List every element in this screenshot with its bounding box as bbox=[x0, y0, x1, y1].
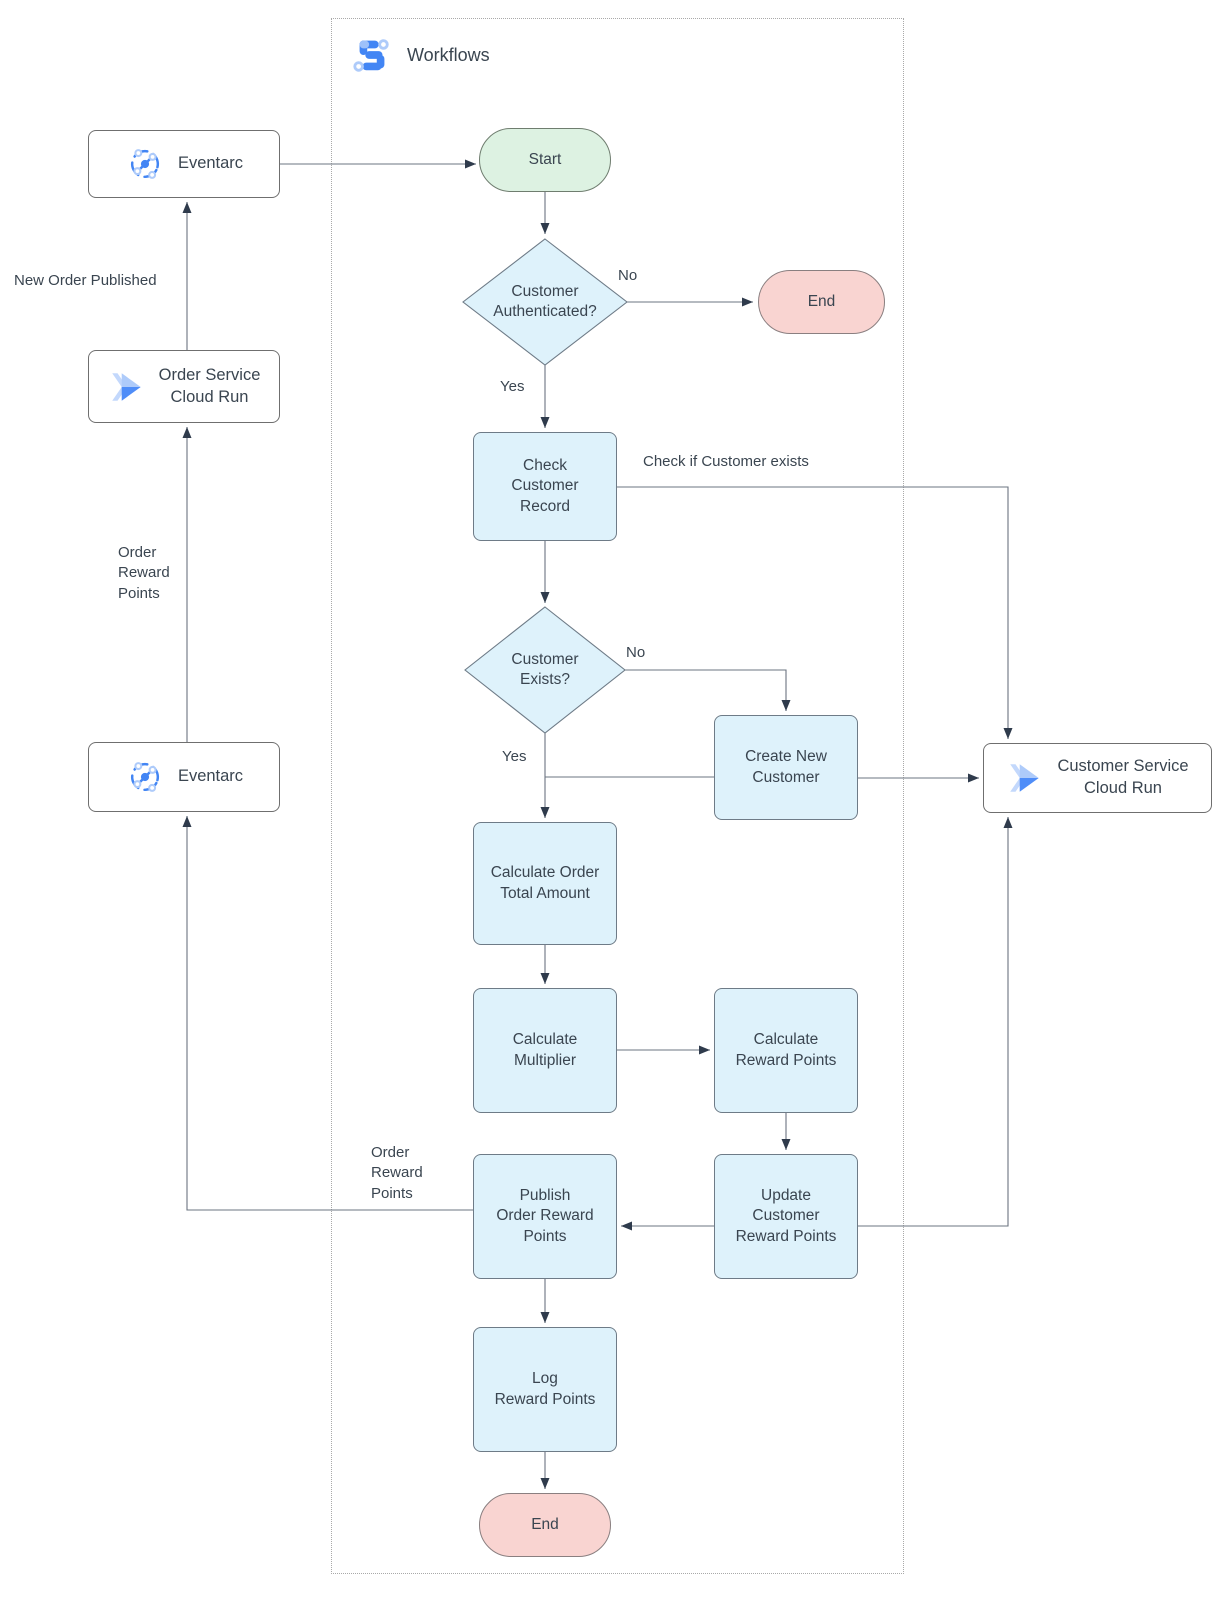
exists-yes-label: Yes bbox=[502, 748, 527, 765]
workflows-container bbox=[331, 18, 904, 1574]
create-new-customer-node: Create New Customer bbox=[714, 715, 858, 820]
update-customer-reward-points-node: Update Customer Reward Points bbox=[714, 1154, 858, 1279]
order-reward-points-out-label: Order Reward Points bbox=[371, 1144, 423, 1202]
edge-update-to-customer-service bbox=[858, 817, 1013, 1227]
calculate-reward-points-node: Calculate Reward Points bbox=[714, 988, 858, 1113]
end-top-node: End bbox=[758, 270, 885, 334]
customer-service-label: Customer Service Cloud Run bbox=[1057, 757, 1189, 797]
eventarc-top-label: Eventarc bbox=[177, 154, 244, 173]
new-order-published-label: New Order Published bbox=[14, 272, 157, 289]
auth-no-label: No bbox=[618, 267, 638, 284]
eventarc-icon bbox=[130, 762, 159, 792]
workflows-title: Workflows bbox=[407, 44, 490, 65]
calculate-order-total-node: Calculate Order Total Amount bbox=[473, 822, 617, 945]
check-customer-record-node: Check Customer Record bbox=[473, 432, 617, 541]
cloud-run-icon bbox=[111, 372, 141, 401]
edge-check-to-customer-service bbox=[617, 486, 1013, 739]
order-reward-points-up-label: Order Reward Points bbox=[118, 544, 170, 602]
cloud-run-icon bbox=[1010, 764, 1040, 792]
exists-diamond-shape bbox=[464, 606, 626, 734]
auth-yes-label: Yes bbox=[500, 378, 525, 395]
edge-publish-to-eventarc bbox=[182, 816, 473, 1211]
log-reward-points-node: Log Reward Points bbox=[473, 1327, 617, 1452]
eventarc-bottom-label: Eventarc bbox=[177, 767, 244, 786]
edge-exists-no-to-create bbox=[625, 669, 791, 711]
check-if-customer-exists-label: Check if Customer exists bbox=[643, 453, 809, 470]
eventarc-icon bbox=[130, 149, 159, 179]
customer-service-cloud-run-node: Customer Service Cloud Run bbox=[983, 743, 1212, 813]
calculate-multiplier-node: Calculate Multiplier bbox=[473, 988, 617, 1113]
workflows-header: Workflows bbox=[351, 34, 490, 76]
end-bottom-node: End bbox=[479, 1493, 611, 1557]
workflows-icon bbox=[353, 39, 389, 72]
publish-order-reward-points-node: Publish Order Reward Points bbox=[473, 1154, 617, 1279]
exists-no-label: No bbox=[626, 644, 646, 661]
start-node: Start bbox=[479, 128, 611, 192]
order-service-label: Order Service Cloud Run bbox=[158, 365, 261, 406]
auth-diamond-shape bbox=[462, 238, 628, 366]
eventarc-bottom-node: Eventarc bbox=[88, 742, 280, 812]
order-service-cloud-run-node: Order Service Cloud Run bbox=[88, 350, 280, 423]
eventarc-top-node: Eventarc bbox=[88, 130, 280, 198]
